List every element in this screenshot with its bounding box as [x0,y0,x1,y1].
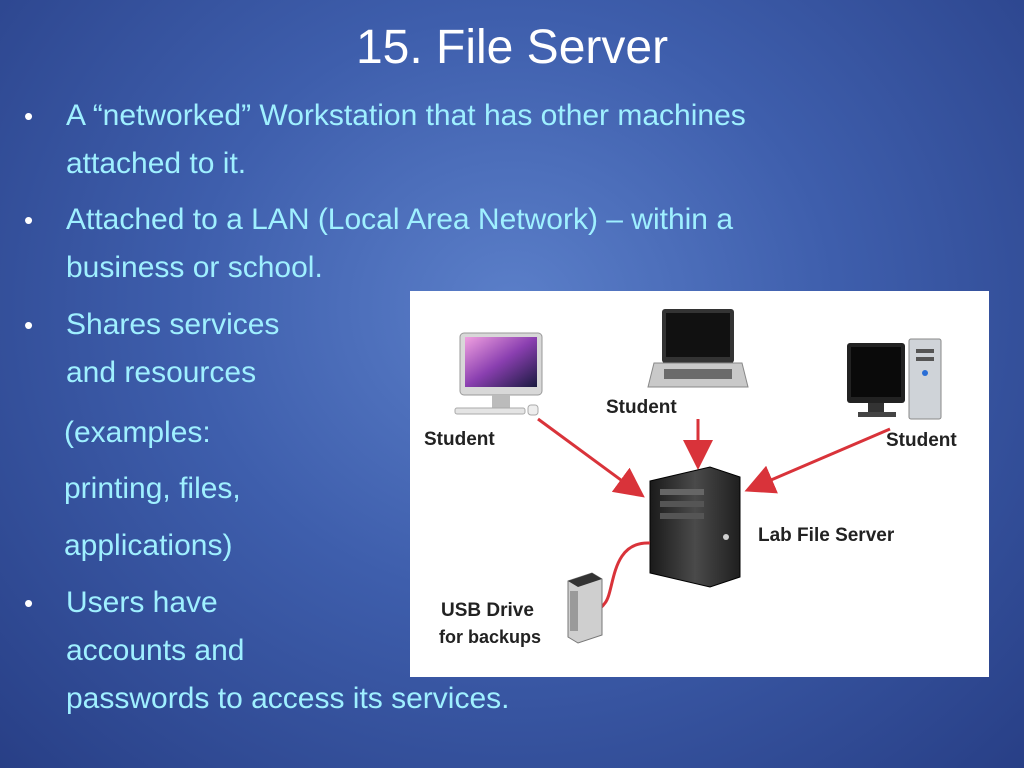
diagram-graphics [454,309,942,644]
bullet-4-line-2: accounts and [66,634,245,667]
arrow-right-to-server [744,427,891,494]
label-student-center: Student [606,397,677,418]
label-usb-line-2: for backups [439,627,542,647]
file-server-diagram: Student Student Student Lab File Server … [410,291,989,677]
bullet-2-line-1: Attached to a LAN (Local Area Network) –… [66,203,734,236]
slide-title: 15. File Server [355,21,669,74]
bullet-marker: • [24,588,34,618]
bullet-2-line-2: business or school. [66,251,323,284]
server-tower-icon [649,466,741,588]
label-student-right: Student [886,430,957,451]
desktop-pc-icon [847,338,942,420]
subtext-line-1: (examples: [64,416,211,449]
bullet-1-line-1: A “networked” Workstation that has other… [66,99,746,132]
imac-icon [454,332,543,416]
label-student-left: Student [424,429,495,450]
bullet-1-line-2: attached to it. [66,147,247,180]
subtext-line-2: printing, files, [64,472,241,505]
bullet-marker: • [24,205,34,235]
bullet-3-line-1: Shares services [66,308,280,341]
bullet-marker: • [24,310,34,340]
usb-drive-icon [567,572,603,644]
label-server: Lab File Server [758,525,895,546]
label-usb-line-1: USB Drive [441,600,534,621]
bullet-4-line-3: passwords to access its services. [66,682,510,715]
bullet-marker: • [24,101,34,131]
laptop-icon [647,309,749,388]
arrow-left-to-server [537,417,645,498]
subtext-line-3: applications) [64,529,233,562]
bullet-4-line-1: Users have [66,586,218,619]
bullet-3-line-2: and resources [66,356,257,389]
